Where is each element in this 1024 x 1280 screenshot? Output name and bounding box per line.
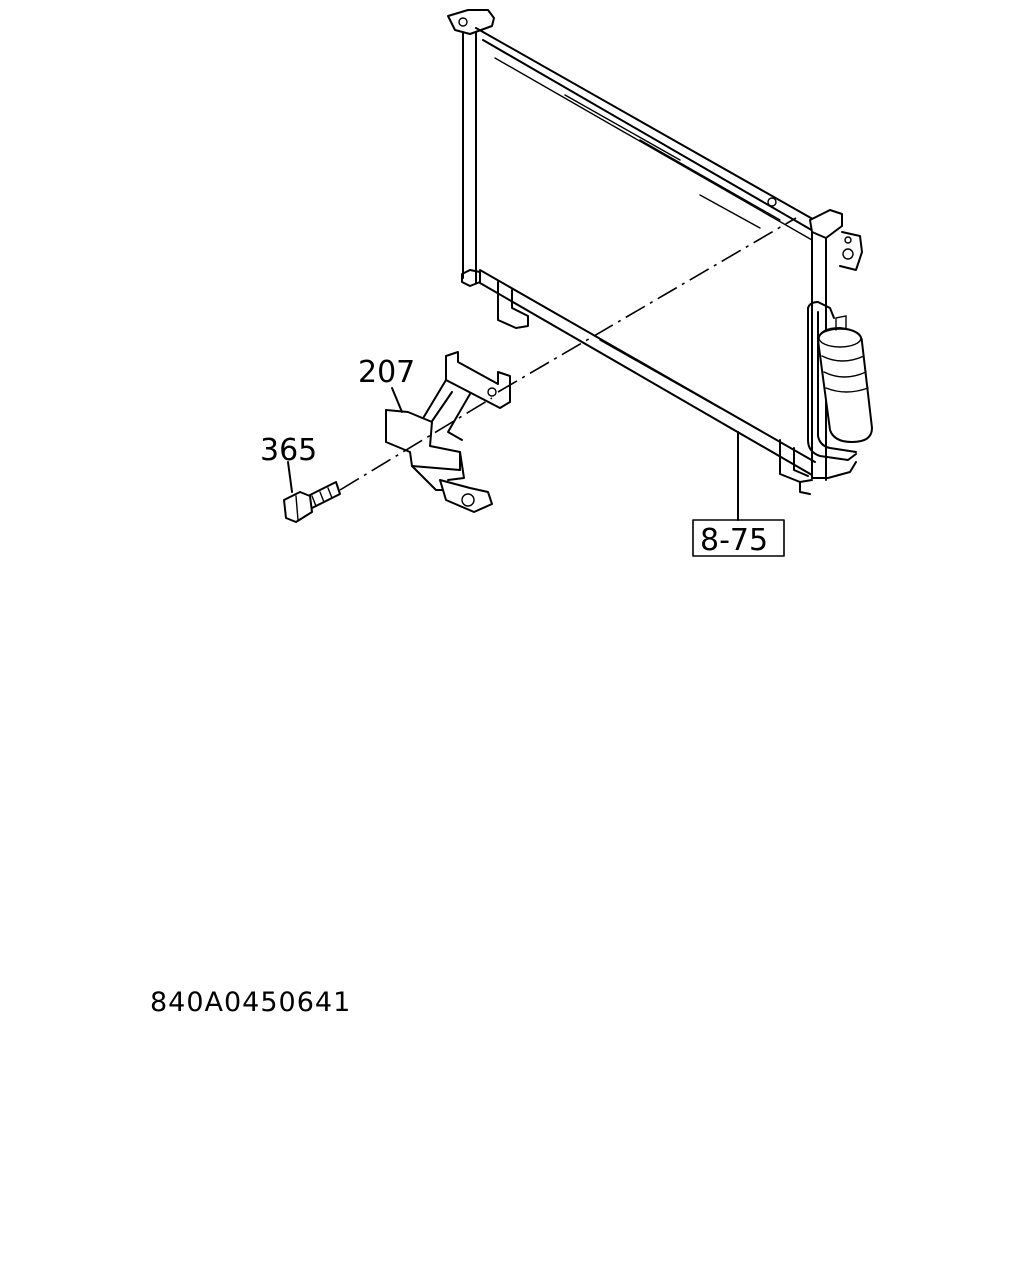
label-8-75: 8-75 xyxy=(700,523,768,558)
leader-207 xyxy=(391,387,403,413)
receiver-drier xyxy=(807,301,873,479)
leader-365 xyxy=(287,461,293,493)
bracket-part xyxy=(385,351,511,513)
label-8-75-box xyxy=(692,519,785,557)
centerline-bracket xyxy=(497,217,797,393)
drawing-code: 840A0450641 xyxy=(150,987,351,1018)
condenser-assembly xyxy=(447,9,873,495)
centerline-bolt xyxy=(339,397,493,491)
label-207: 207 xyxy=(358,355,415,390)
label-365: 365 xyxy=(260,433,317,468)
bolt-part xyxy=(283,481,341,523)
